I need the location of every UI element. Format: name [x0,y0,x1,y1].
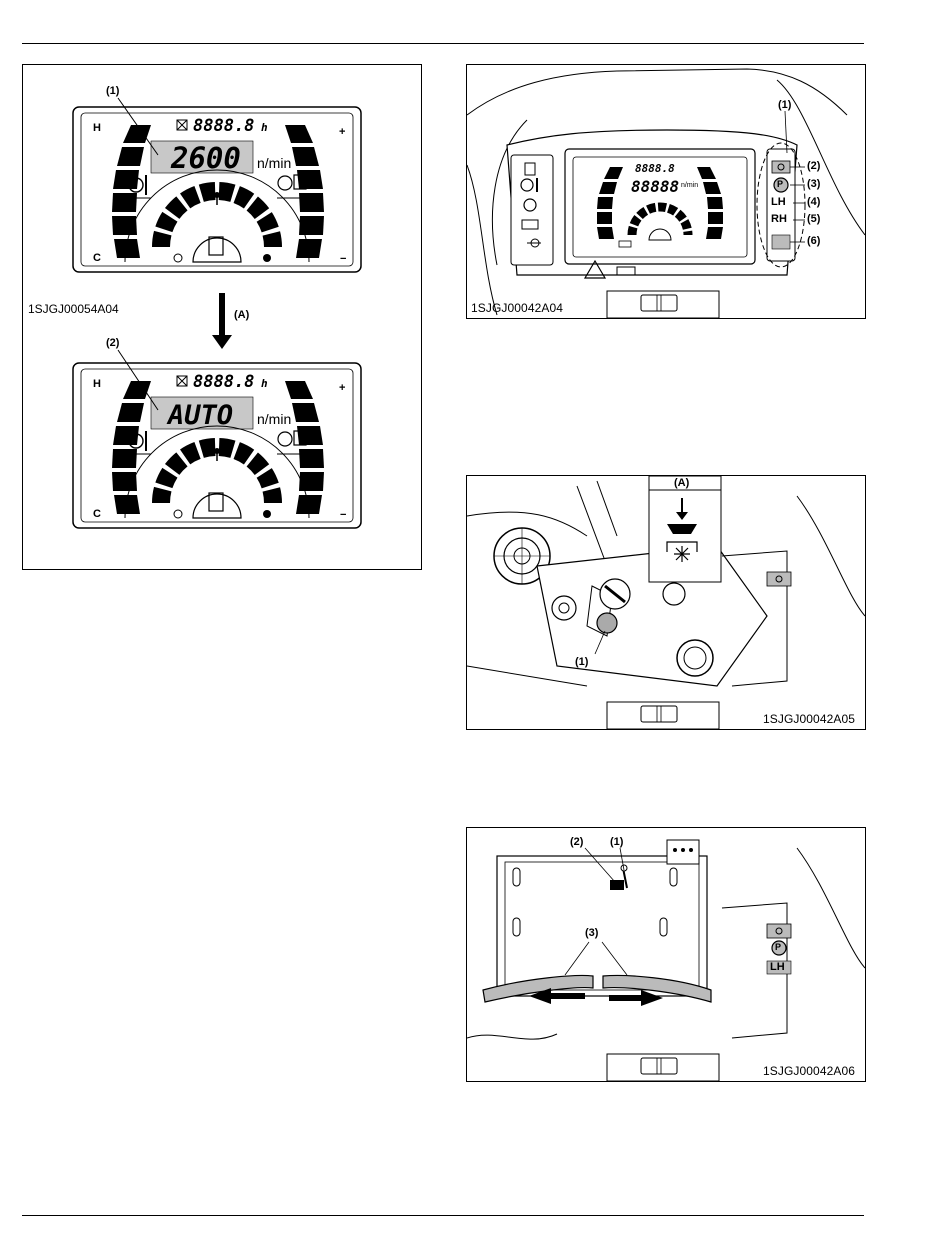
caption-fig2: 1SJGJ00042A04 [471,301,563,315]
c-mark-bottom: C [93,508,101,520]
callout-1-fig3: (1) [575,656,588,668]
caption-fig3: 1SJGJ00042A05 [763,712,855,726]
hour-unit-bottom: h [261,377,268,390]
footer-rule [22,1215,864,1216]
caption-fig4: 1SJGJ00042A06 [763,1064,855,1078]
callout-5-fig2: (5) [807,213,820,225]
rpm-digits-top: 2600 [170,141,241,175]
lh-label-fig2: LH [771,196,786,208]
header-rule [22,43,864,44]
figure-meter-display: H C + − 8888.8 h 2600 n/min (1) (A) 1SJG… [22,64,422,570]
caption-fig1: 1SJGJ00054A04 [28,302,119,316]
minus-mark-bottom: − [340,509,346,521]
meter-display-illustration: H C + − 8888.8 h 2600 n/min (1) (A) 1SJG… [23,65,421,569]
p-symbol-fig4: P [775,942,781,952]
lh-label-fig4: LH [770,961,785,973]
figure-dashboard: 8888.8 88888 n/min P LH RH (1) (2) (3) (… [466,64,866,319]
callout-a-fig1: (A) [234,309,250,321]
callout-1-fig2: (1) [778,99,791,111]
h-mark-bottom: H [93,378,101,390]
callout-2-fig1: (2) [106,337,120,349]
switch-panel-illustration [467,476,865,729]
hour-digits-bottom: 8888.8 [193,372,254,392]
auto-digits-bottom: AUTO [166,400,233,431]
rpm-unit-bottom: n/min [257,411,291,427]
p-symbol-fig2: P [777,179,783,189]
hour-digits-top: 8888.8 [193,116,254,136]
figure-switch-panel: (A) (1) 1SJGJ00042A05 [466,475,866,730]
callout-2-fig2: (2) [807,160,820,172]
minus-mark-top: − [340,253,346,265]
h-mark-top: H [93,122,101,134]
callout-a-fig3: (A) [674,477,689,489]
rpm-digits-fig2: 88888 [631,177,679,196]
arrow-a-down [212,293,232,349]
rh-label-fig2: RH [771,213,787,225]
callout-1-fig1: (1) [106,85,120,97]
rpm-unit-top: n/min [257,155,291,171]
hour-unit-top: h [261,121,268,134]
callout-1-fig4: (1) [610,836,623,848]
c-mark-top: C [93,252,101,264]
plus-mark-top: + [339,126,345,138]
plus-mark-bottom: + [339,382,345,394]
callout-3-fig4: (3) [585,927,598,939]
seat-adjust-illustration [467,828,865,1081]
callout-2-fig4: (2) [570,836,583,848]
figure-seat-adjust: P LH (2) (1) (3) 1SJGJ00042A06 [466,827,866,1082]
hours-digits-fig2: 8888.8 [635,162,675,175]
callout-3-fig2: (3) [807,178,820,190]
rpm-unit-fig2: n/min [681,182,698,189]
callout-4-fig2: (4) [807,196,820,208]
callout-6-fig2: (6) [807,235,820,247]
